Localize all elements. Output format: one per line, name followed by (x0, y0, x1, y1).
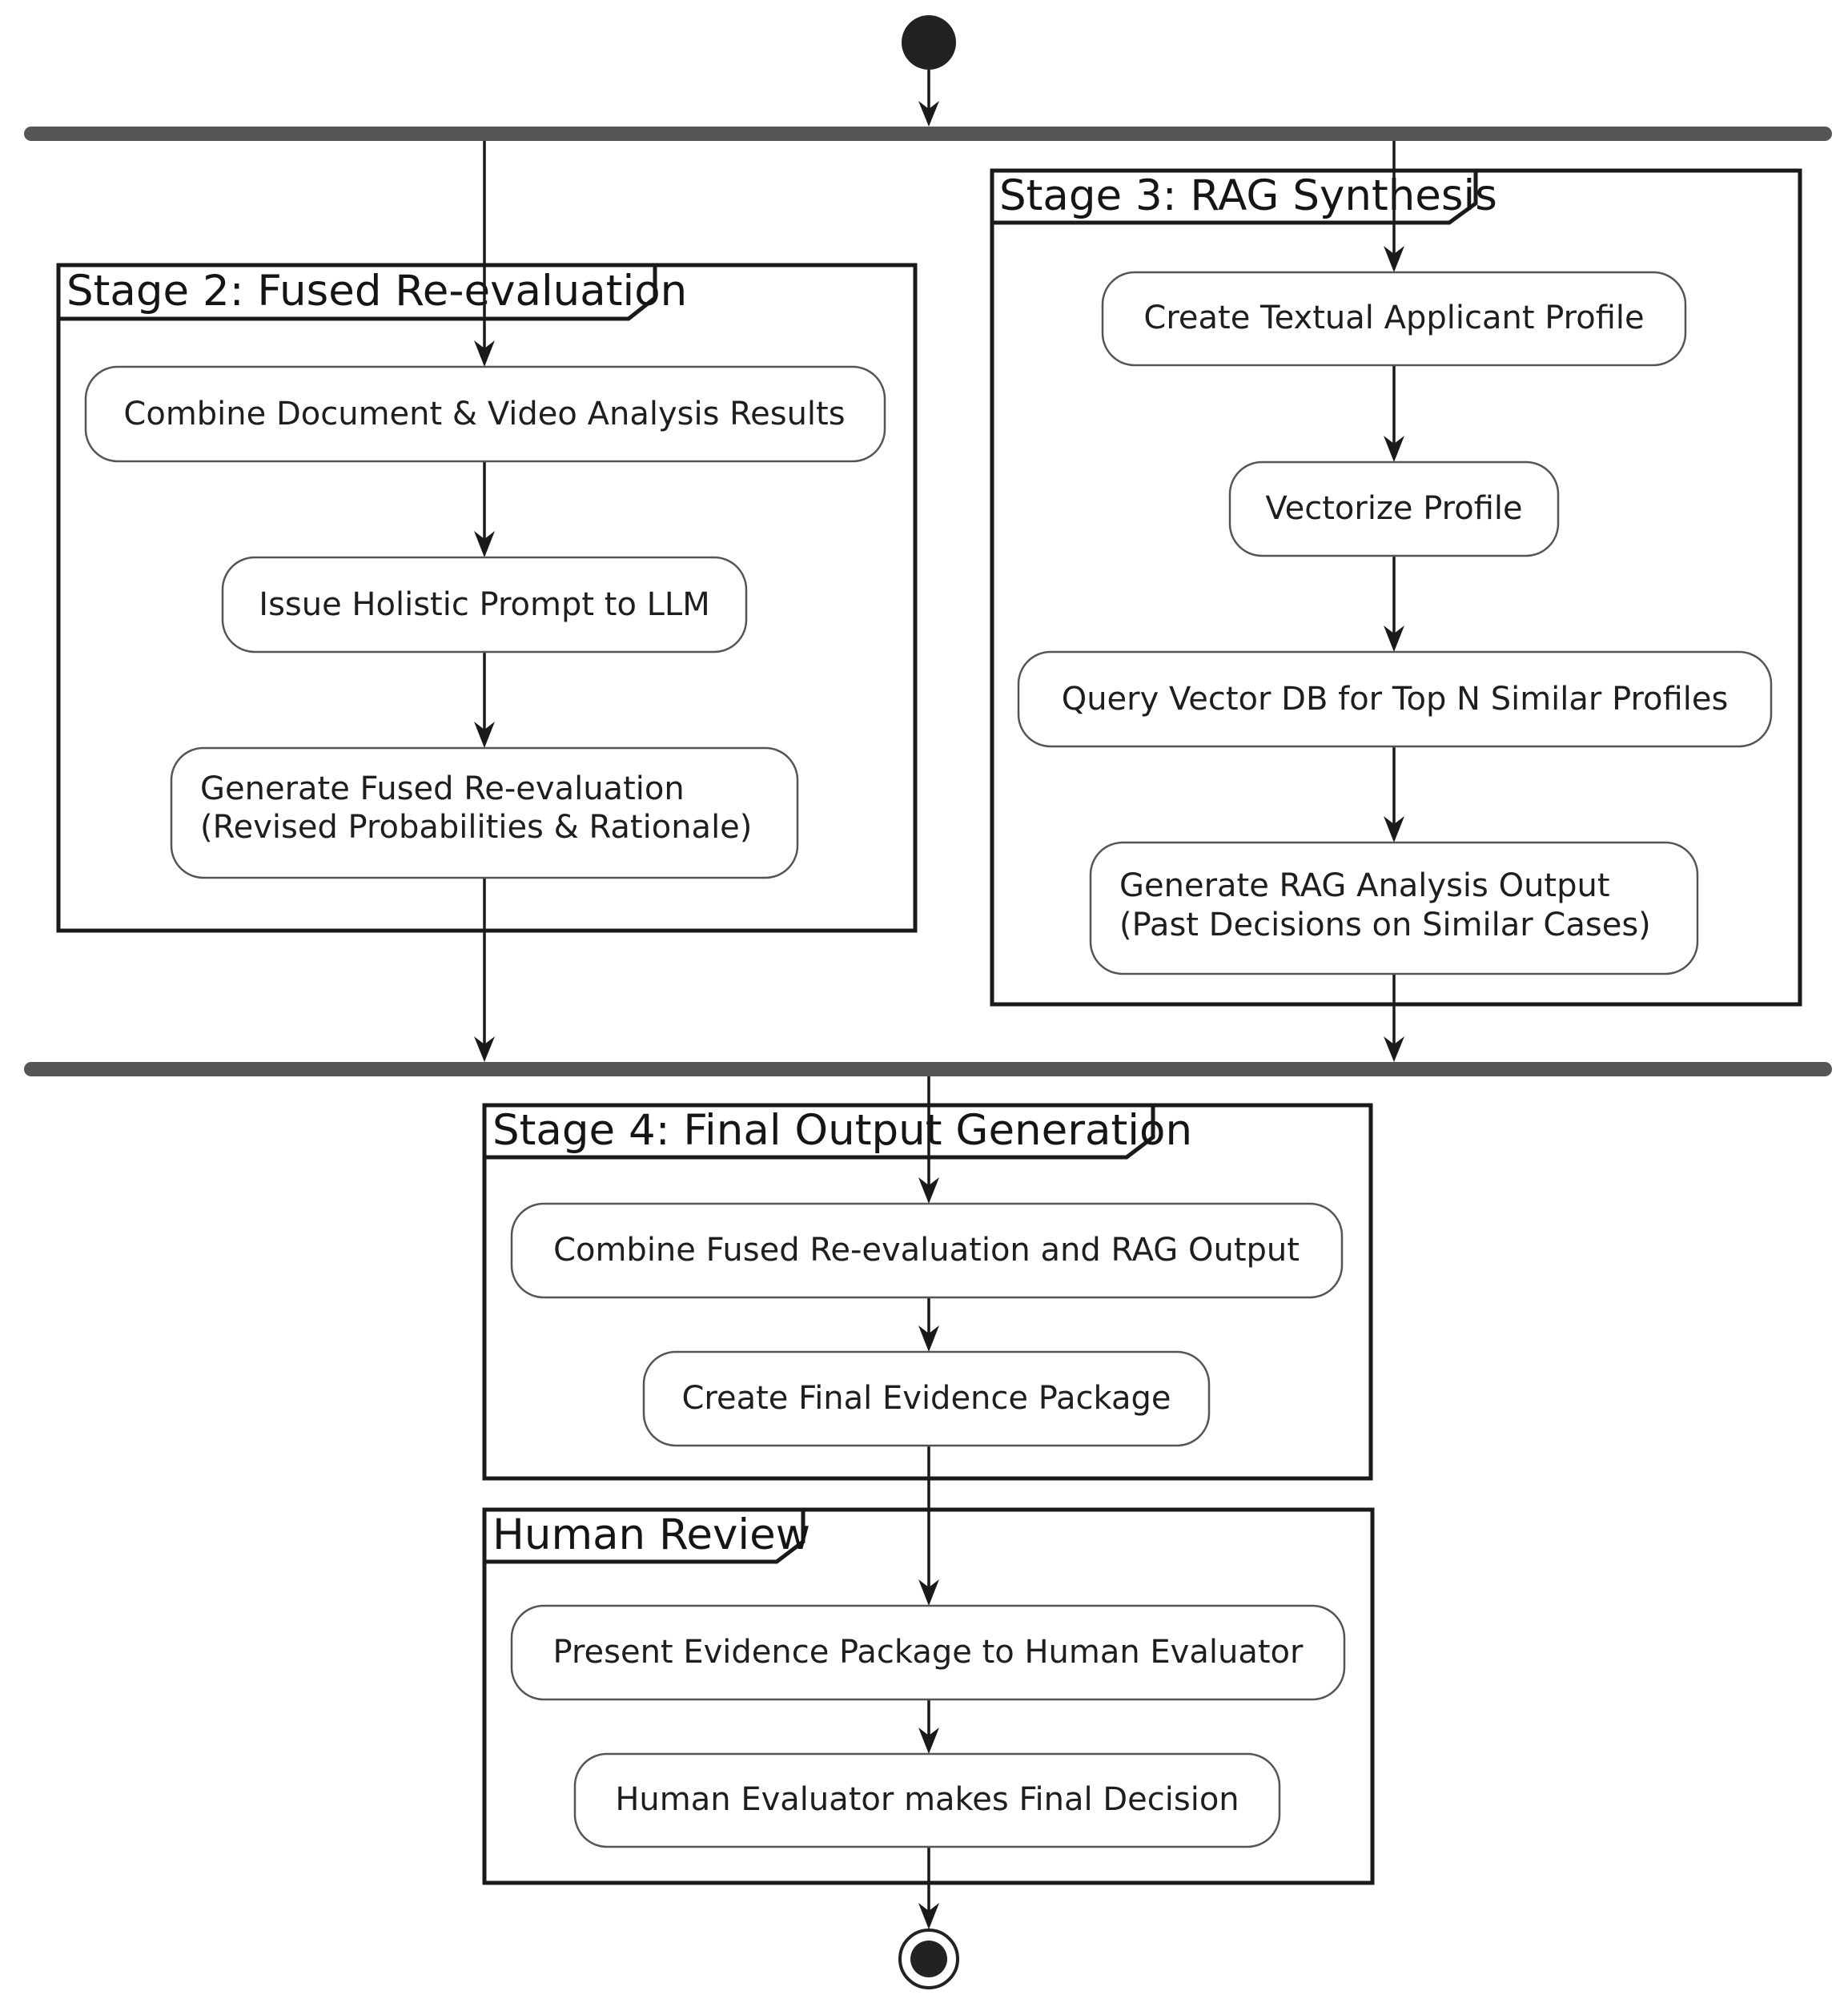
activity-vectorize-profile: Vectorize Profile (1228, 461, 1560, 557)
activity-create-textual-profile: Create Textual Applicant Profile (1101, 271, 1687, 367)
activity-final-decision: Human Evaluator makes Final Decision (573, 1752, 1281, 1848)
start-node (902, 15, 956, 70)
activity-label: Create Final Evidence Package (681, 1380, 1171, 1417)
activity-create-evidence-package: Create Final Evidence Package (642, 1350, 1211, 1447)
activity-label-line-2: (Revised Probabilities & Rationale) (200, 809, 752, 846)
activity-label-line-1: Generate Fused Re-evaluation (200, 770, 685, 807)
join-bar (24, 1062, 1832, 1076)
activity-generate-rag-output: Generate RAG Analysis Output (Past Decis… (1089, 841, 1699, 975)
end-node (898, 1929, 959, 1989)
fork-bar (24, 127, 1832, 141)
activity-combine-document-video: Combine Document & Video Analysis Result… (84, 365, 886, 463)
partition-stage-2: Stage 2: Fused Re-evaluation (56, 263, 918, 933)
partition-title: Stage 4: Final Output Generation (492, 1106, 1192, 1155)
activity-label: Vectorize Profile (1265, 490, 1522, 527)
activity-generate-fused-reevaluation: Generate Fused Re-evaluation (Revised Pr… (170, 746, 799, 879)
activity-label-line-2: (Past Decisions on Similar Cases) (1119, 907, 1651, 943)
activity-label: Human Evaluator makes Final Decision (615, 1781, 1239, 1818)
activity-query-vector-db: Query Vector DB for Top N Similar Profil… (1017, 650, 1773, 748)
partition-title: Stage 2: Fused Re-evaluation (66, 267, 687, 316)
activity-issue-holistic-prompt: Issue Holistic Prompt to LLM (221, 556, 748, 654)
partition-title: Human Review (492, 1510, 810, 1559)
activity-present-evidence: Present Evidence Package to Human Evalua… (510, 1604, 1346, 1701)
activity-label: Combine Document & Video Analysis Result… (123, 396, 845, 432)
partition-stage-4: Stage 4: Final Output Generation (482, 1103, 1373, 1481)
edges (474, 70, 1404, 1929)
activity-label: Issue Holistic Prompt to LLM (259, 586, 709, 623)
activity-label-line-1: Generate RAG Analysis Output (1119, 867, 1610, 904)
activity-label: Combine Fused Re-evaluation and RAG Outp… (553, 1232, 1300, 1269)
activity-label: Present Evidence Package to Human Evalua… (553, 1634, 1304, 1671)
activity-combine-fused-rag: Combine Fused Re-evaluation and RAG Outp… (510, 1202, 1344, 1299)
activity-label: Query Vector DB for Top N Similar Profil… (1062, 681, 1729, 718)
activity-label: Create Textual Applicant Profile (1143, 300, 1644, 336)
partition-title: Stage 3: RAG Synthesis (999, 171, 1497, 220)
